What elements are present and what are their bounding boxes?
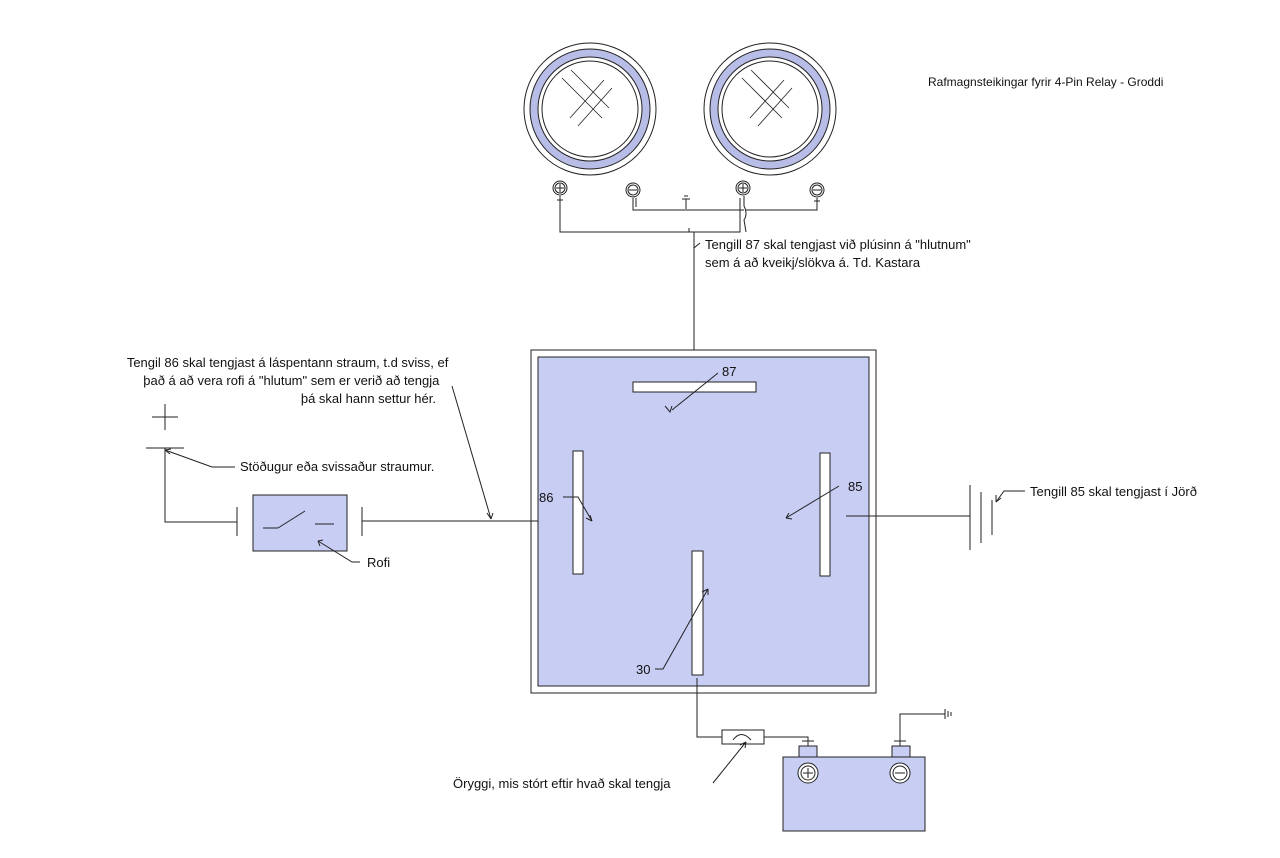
switch-icon — [236, 494, 363, 552]
battery-icon — [782, 745, 926, 832]
pin-85-label: 85 — [848, 479, 862, 494]
fuse-icon — [721, 729, 765, 745]
battery-plus-icon — [797, 762, 819, 784]
fuse-leader — [712, 741, 747, 784]
constant-power-note: Stöðugur eða svissaður straumur. — [240, 459, 434, 474]
pin-86-label: 86 — [539, 490, 553, 505]
lamp-right-minus-icon — [809, 182, 825, 198]
fuse-to-battery — [764, 736, 809, 746]
switch-note: Rofi — [367, 555, 390, 570]
fuse-note: Öryggi, mis stórt eftir hvað skal tengja — [453, 776, 671, 791]
note-86-line: þá skal hann settur hér. — [301, 391, 436, 406]
diagram-title: Rafmagnsteikingar fyrir 4-Pin Relay - Gr… — [928, 75, 1163, 89]
battery-ground-icon — [894, 709, 952, 746]
pin-30-label: 30 — [636, 662, 650, 677]
relay — [530, 349, 877, 694]
pin-87-label: 87 — [722, 364, 736, 379]
note-86: Tengil 86 skal tengjast á láspentann str… — [127, 355, 452, 406]
pin-85-blade — [819, 452, 831, 577]
lamp-right-plus-icon — [735, 180, 751, 196]
lamp-left — [523, 42, 657, 176]
note-86-line: það á að vera rofi á "hlutum" sem er ver… — [143, 373, 440, 388]
note-87-line: Tengill 87 skal tengjast við plúsinn á "… — [705, 237, 971, 252]
lamp-right — [703, 42, 837, 176]
lamp-left-minus-icon — [625, 182, 641, 198]
lamp-wiring — [557, 195, 820, 352]
battery-minus-icon — [889, 762, 911, 784]
lamp-right-filament-icon — [741, 69, 793, 127]
pin-30-blade — [691, 550, 704, 676]
note-87: Tengill 87 skal tengjast við plúsinn á "… — [705, 237, 974, 270]
ground-85-icon — [969, 485, 993, 550]
note-87-leader — [693, 242, 701, 254]
lamp-left-filament-icon — [561, 69, 613, 127]
wire-30 — [696, 678, 722, 738]
note-85: Tengill 85 skal tengjast í Jörð — [1030, 484, 1197, 499]
constant-leader — [164, 449, 235, 468]
note-85-leader — [995, 490, 1025, 503]
power-source-icon — [146, 404, 237, 523]
note-86-leader — [451, 385, 492, 520]
switch-leader — [317, 540, 360, 563]
lamp-left-plus-icon — [552, 180, 568, 196]
note-87-line: sem á að kveikj/slökva á. Td. Kastara — [705, 255, 921, 270]
pin-87-blade — [632, 381, 757, 393]
pin-leaders — [563, 372, 840, 670]
note-86-line: Tengil 86 skal tengjast á láspentann str… — [127, 355, 449, 370]
pin-86-blade — [572, 450, 584, 575]
